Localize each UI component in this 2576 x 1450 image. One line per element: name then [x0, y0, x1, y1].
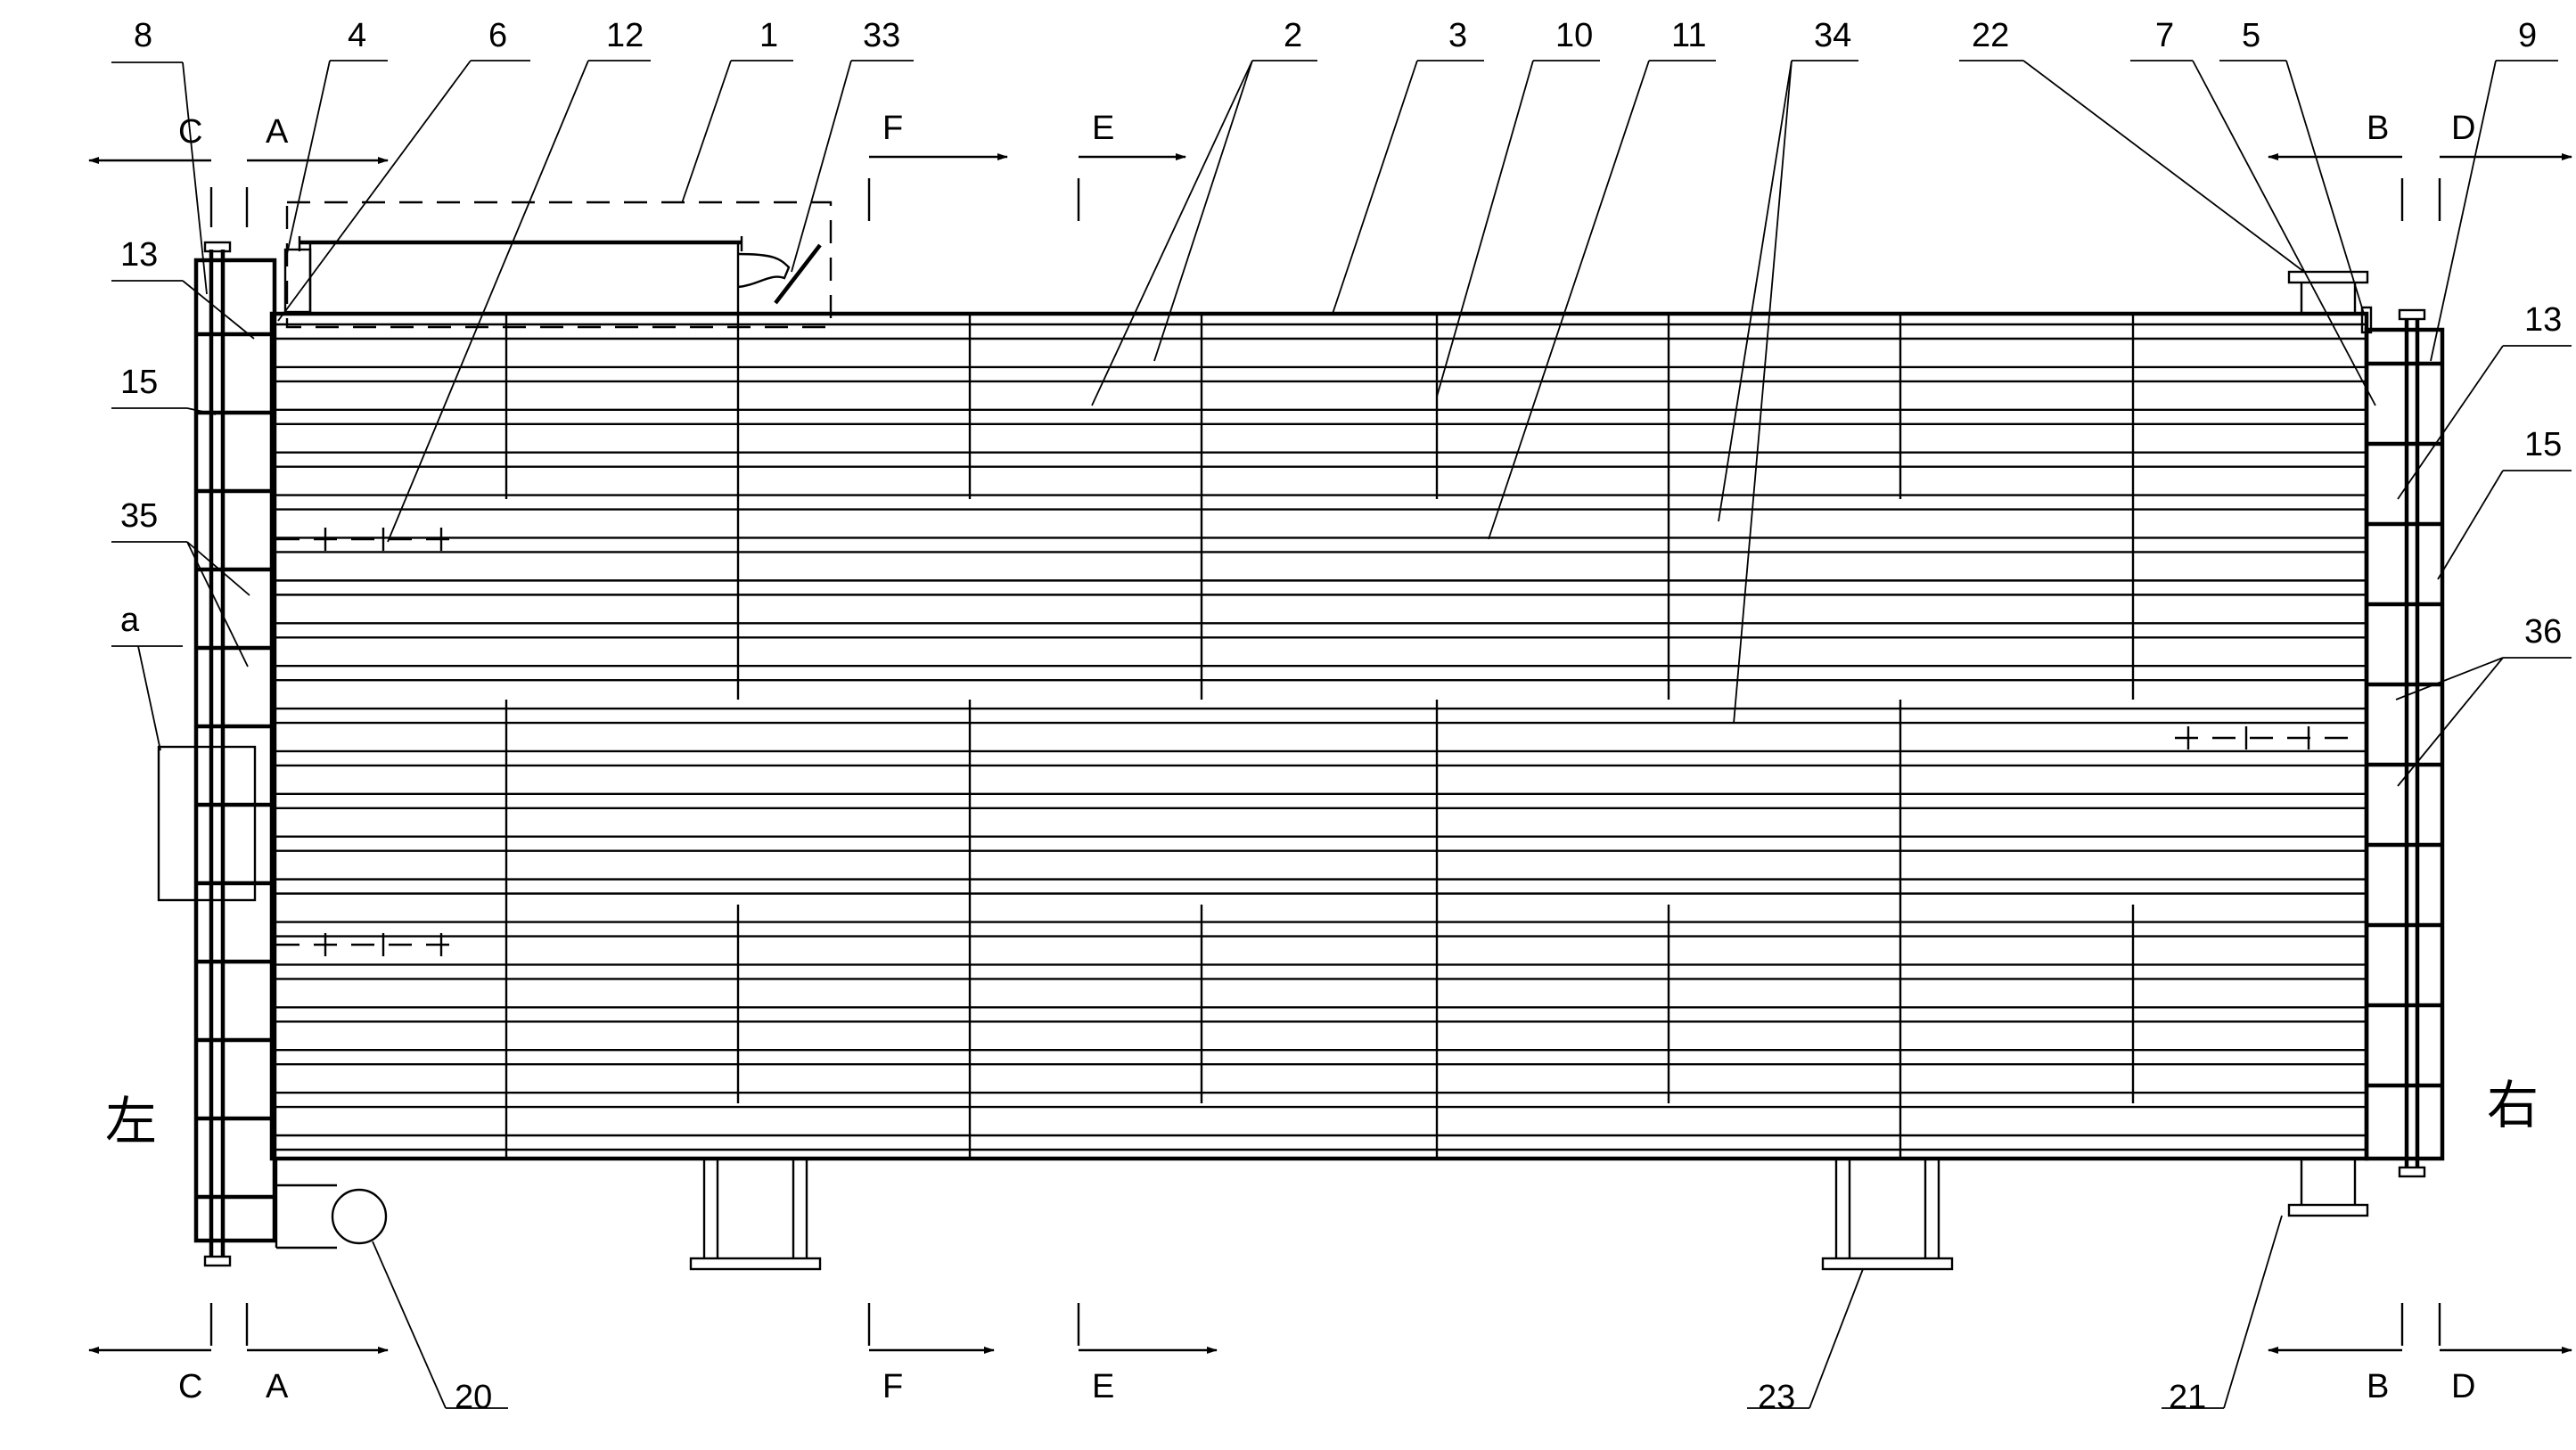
tube-row — [272, 1134, 2367, 1151]
top-inlet-assembly — [283, 201, 833, 329]
baffle-plates — [505, 314, 2135, 1159]
callout-1: 1 — [759, 17, 778, 54]
tube-row — [272, 963, 2367, 980]
callout-22: 22 — [1972, 17, 2009, 54]
tube-row — [272, 579, 2367, 596]
nozzle-22 — [2287, 270, 2369, 314]
callout-15-left: 15 — [120, 364, 158, 401]
nozzle-20 — [275, 1159, 388, 1249]
left-side-label: 左 — [105, 1091, 157, 1151]
shell — [269, 311, 2369, 1161]
callout-7: 7 — [2155, 17, 2174, 54]
section-f-bottom: F — [882, 1368, 903, 1405]
tube-row — [272, 537, 2367, 553]
section-b-top: B — [2367, 110, 2389, 147]
section-e-bottom: E — [1092, 1368, 1114, 1405]
tube-row — [272, 451, 2367, 468]
tube-row — [272, 707, 2367, 725]
dashed-marks — [276, 528, 2362, 956]
tube-row — [272, 664, 2367, 682]
left-pass-partitions — [196, 332, 275, 1200]
callout-23: 23 — [1758, 1379, 1795, 1416]
section-b-bottom: B — [2367, 1368, 2389, 1405]
leader-lines — [111, 60, 2572, 1409]
tube-row — [272, 750, 2367, 767]
callout-9: 9 — [2518, 17, 2537, 54]
callout-15-right: 15 — [2524, 426, 2562, 463]
tube-row — [272, 878, 2367, 895]
section-f-top: F — [882, 110, 903, 147]
saddle-support-right — [1821, 1159, 1954, 1271]
callout-13-right: 13 — [2524, 301, 2562, 339]
tube-row — [272, 408, 2367, 425]
tube-row — [272, 921, 2367, 938]
callout-35: 35 — [120, 497, 158, 535]
tube-row — [272, 1006, 2367, 1023]
tube-bundle — [272, 323, 2367, 1151]
tube-row — [272, 622, 2367, 639]
callout-5: 5 — [2242, 17, 2260, 54]
callout-36: 36 — [2524, 613, 2562, 651]
tube-row — [272, 1049, 2367, 1066]
nozzle-21 — [2287, 1159, 2369, 1217]
tube-row — [272, 792, 2367, 810]
tube-row — [272, 1091, 2367, 1109]
tube-row — [272, 494, 2367, 511]
section-a-top: A — [266, 113, 289, 151]
saddle-support-left — [689, 1159, 822, 1271]
section-a-bottom: A — [266, 1368, 289, 1405]
section-d-top: D — [2451, 110, 2475, 147]
callout-2: 2 — [1284, 17, 1302, 54]
callout-20: 20 — [455, 1379, 492, 1416]
callout-4: 4 — [348, 17, 366, 54]
callout-11: 11 — [1671, 17, 1706, 54]
right-side-label: 右 — [2487, 1075, 2539, 1135]
tube-row — [272, 835, 2367, 852]
section-markers: C A F E B D C A F E — [88, 110, 2572, 1405]
callout-21: 21 — [2169, 1379, 2206, 1416]
callout-12: 12 — [606, 17, 644, 54]
callout-34: 34 — [1814, 17, 1851, 54]
right-pass-partitions — [2367, 361, 2442, 1088]
callout-33: 33 — [863, 17, 900, 54]
callout-13-left: 13 — [120, 236, 158, 274]
callout-8: 8 — [134, 17, 152, 54]
callout-3: 3 — [1448, 17, 1467, 54]
section-e-top: E — [1092, 110, 1114, 147]
callout-10: 10 — [1555, 17, 1593, 54]
vent-stub — [2360, 306, 2373, 334]
callout-a: a — [120, 602, 140, 639]
left-channel — [193, 241, 277, 1267]
callout-6: 6 — [488, 17, 507, 54]
tube-row — [272, 323, 2367, 340]
right-channel — [2364, 308, 2445, 1178]
detail-a-box — [157, 745, 257, 902]
section-d-bottom: D — [2451, 1368, 2475, 1405]
callout-labels: 8 4 6 12 1 33 2 3 10 11 34 22 7 5 9 13 1… — [120, 17, 2562, 1416]
section-c-bottom: C — [178, 1368, 202, 1405]
tube-row — [272, 365, 2367, 383]
